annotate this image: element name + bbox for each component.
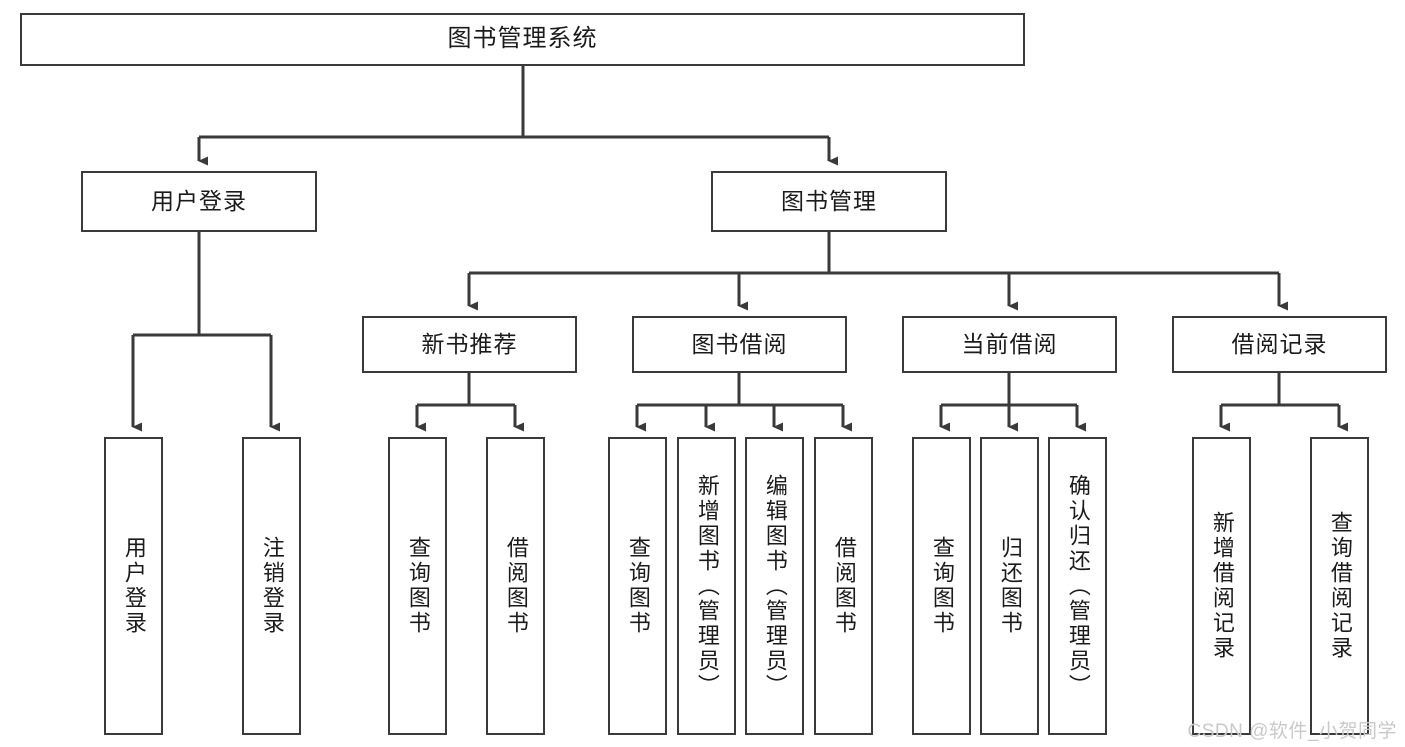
node-borrow-record-label: 借阅记录 (1231, 330, 1328, 357)
node-leaf-query-book-1[interactable]: 查询图书 (388, 437, 447, 735)
node-book-manage[interactable]: 图书管理 (711, 171, 947, 232)
node-leaf-query-record[interactable]: 查询借阅记录 (1310, 437, 1369, 735)
node-leaf-return-book[interactable]: 归还图书 (980, 437, 1039, 735)
node-leaf-borrow-book-2-label: 借阅图书 (831, 536, 857, 636)
node-leaf-confirm-return[interactable]: 确认归还（管理员） (1048, 437, 1107, 735)
node-leaf-add-record[interactable]: 新增借阅记录 (1192, 437, 1251, 735)
node-borrow-record[interactable]: 借阅记录 (1172, 316, 1387, 373)
node-leaf-borrow-book-1-label: 借阅图书 (503, 536, 529, 636)
node-leaf-add-book-label: 新增图书（管理员） (694, 473, 720, 699)
node-leaf-logout[interactable]: 注销登录 (242, 437, 301, 735)
watermark-text: CSDN @软件_小贺同学 (1187, 721, 1397, 742)
node-leaf-add-book[interactable]: 新增图书（管理员） (677, 437, 736, 735)
node-leaf-logout-label: 注销登录 (259, 536, 285, 636)
node-leaf-user-login-label: 用户登录 (121, 536, 147, 636)
node-leaf-edit-book-label: 编辑图书（管理员） (762, 473, 788, 699)
node-leaf-query-book-1-label: 查询图书 (405, 536, 431, 636)
node-leaf-query-book-2-label: 查询图书 (625, 536, 651, 636)
node-current-borrow-label: 当前借阅 (961, 330, 1058, 357)
node-leaf-return-book-label: 归还图书 (997, 536, 1023, 636)
node-leaf-add-record-label: 新增借阅记录 (1209, 511, 1235, 661)
node-user-login-label: 用户登录 (151, 187, 247, 214)
node-leaf-user-login[interactable]: 用户登录 (104, 437, 163, 735)
node-leaf-query-book-3-label: 查询图书 (929, 536, 955, 636)
node-current-borrow[interactable]: 当前借阅 (902, 316, 1117, 373)
node-leaf-query-book-3[interactable]: 查询图书 (912, 437, 971, 735)
node-root-system[interactable]: 图书管理系统 (20, 13, 1025, 66)
node-book-borrow[interactable]: 图书借阅 (632, 316, 847, 373)
node-book-manage-label: 图书管理 (781, 187, 877, 214)
node-leaf-query-record-label: 查询借阅记录 (1327, 511, 1353, 661)
node-leaf-borrow-book-2[interactable]: 借阅图书 (814, 437, 873, 735)
node-root-system-label: 图书管理系统 (447, 25, 598, 53)
node-leaf-borrow-book-1[interactable]: 借阅图书 (486, 437, 545, 735)
node-leaf-confirm-return-label: 确认归还（管理员） (1065, 473, 1091, 699)
node-leaf-edit-book[interactable]: 编辑图书（管理员） (745, 437, 804, 735)
node-leaf-query-book-2[interactable]: 查询图书 (608, 437, 667, 735)
node-user-login[interactable]: 用户登录 (81, 171, 317, 232)
node-new-book-recommend-label: 新书推荐 (421, 330, 518, 357)
node-new-book-recommend[interactable]: 新书推荐 (362, 316, 577, 373)
node-book-borrow-label: 图书借阅 (691, 330, 788, 357)
